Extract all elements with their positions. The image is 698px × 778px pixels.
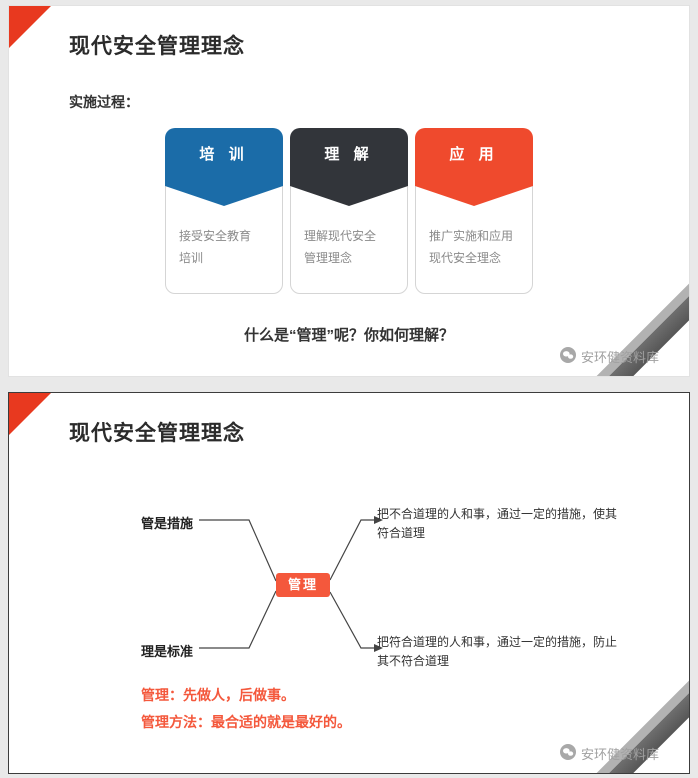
card-banner: 应 用	[415, 128, 533, 206]
process-subtitle: 实施过程：	[69, 94, 139, 110]
wechat-icon	[559, 744, 576, 763]
management-note-1: 管理：先做人，后做事。	[141, 687, 295, 703]
diagram-label-measure: 管是措施	[141, 516, 194, 531]
slide-implementation-process: 现代安全管理理念 实施过程： 培 训 接受安全教育 培训 理 解 理解现代安全 …	[8, 5, 690, 377]
card-description: 接受安全教育 培训	[179, 229, 252, 265]
corner-triangle-decoration	[9, 6, 51, 48]
question-text: 什么是“管理”呢？你如何理解？	[243, 327, 454, 344]
card-banner: 理 解	[290, 128, 408, 206]
process-card-training: 培 训 接受安全教育 培训	[165, 128, 283, 294]
slide-title: 现代安全管理理念	[69, 422, 245, 445]
corner-triangle-decoration	[9, 393, 51, 435]
diagram-outcome-bottom: 把符合道理的人和事，通过一定的措施，防止 其不符合道理	[377, 635, 618, 669]
card-banner: 培 训	[165, 128, 283, 206]
management-note-2: 管理方法：最合适的就是最好的。	[141, 714, 351, 730]
diagram-outcome-top: 把不合道理的人和事，通过一定的措施，使其 符合道理	[377, 507, 618, 541]
process-card-understanding: 理 解 理解现代安全 管理理念	[290, 128, 408, 294]
watermark-text: 安环健资料库	[580, 350, 659, 365]
diagram-label-standard: 理是标准	[141, 644, 194, 659]
process-cards-row: 培 训 接受安全教育 培训 理 解 理解现代安全 管理理念 应 用 推广实施和应…	[9, 128, 689, 294]
slide-management-definition: 现代安全管理理念 管是措施 理是标准 管理 把不合道理的人和事，通过一定的措施，…	[8, 392, 690, 774]
watermark-text: 安环健资料库	[580, 747, 659, 762]
slide-title: 现代安全管理理念	[69, 35, 245, 58]
process-card-application: 应 用 推广实施和应用 现代安全理念	[415, 128, 533, 294]
wechat-icon	[559, 347, 576, 366]
watermark: 安环健资料库	[559, 744, 659, 763]
card-description: 理解现代安全 管理理念	[304, 229, 377, 265]
diagram-center-box: 管理	[276, 573, 330, 597]
card-description: 推广实施和应用 现代安全理念	[429, 229, 514, 265]
watermark: 安环健资料库	[559, 347, 659, 366]
